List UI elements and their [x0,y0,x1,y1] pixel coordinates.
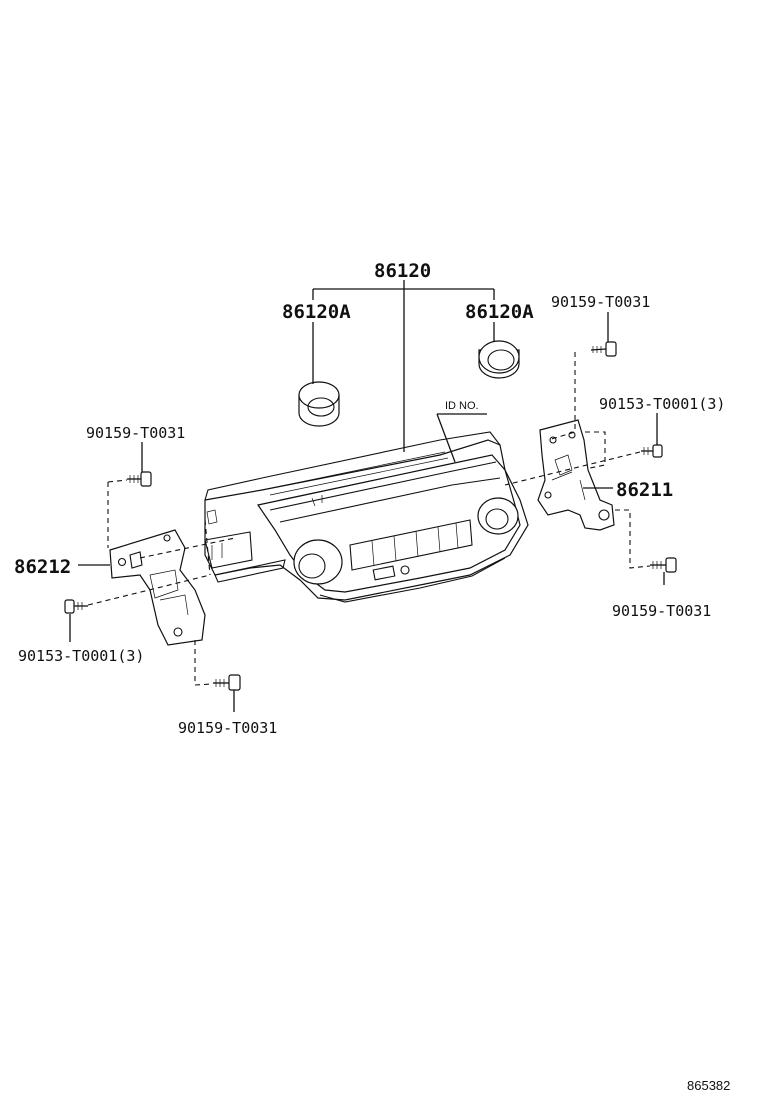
screw-bottom-right-part[interactable] [650,557,677,573]
knob-right-part[interactable] [478,340,520,379]
control-panel-assembly[interactable] [204,431,529,603]
bracket-left-part[interactable] [109,529,206,646]
alignment-lines [87,352,651,686]
label-bracket-right: 86211 [616,479,673,501]
label-screw-top-left: 90159-T0031 [86,424,185,442]
label-knob-right: 86120A [465,301,534,323]
bolt-right-part[interactable] [641,444,663,458]
label-assembly: 86120 [374,260,431,282]
label-screw-bottom-left: 90159-T0031 [178,719,277,737]
knob-left-part[interactable] [298,381,340,427]
bracket-right-part[interactable] [537,419,615,531]
bolt-left-part[interactable] [64,599,88,614]
screw-top-left-part[interactable] [127,471,152,487]
label-bolt-right: 90153-T0001(3) [599,395,725,413]
label-screw-top-right: 90159-T0031 [551,293,650,311]
screw-bottom-left-part[interactable] [213,674,241,691]
label-bolt-left: 90153-T0001(3) [18,647,144,665]
label-bracket-left: 86212 [14,556,71,578]
label-screw-bottom-right: 90159-T0031 [612,602,711,620]
label-id-no: ID NO. [445,400,479,412]
label-knob-left: 86120A [282,301,351,323]
diagram-code: 865382 [687,1078,730,1093]
leader-lines [69,280,665,712]
screw-top-right-part[interactable] [590,341,617,357]
